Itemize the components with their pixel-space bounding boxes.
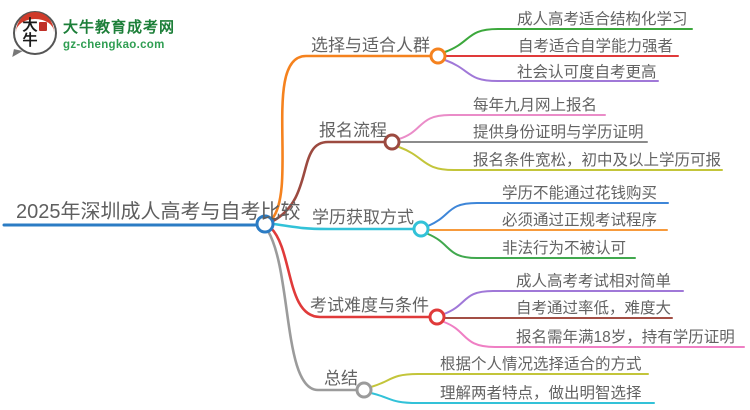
branch-4-child-1-line [443,290,684,315]
central-node[interactable] [255,214,275,234]
site-name: 大牛教育成考网 [63,19,176,36]
site-logo[interactable]: 大牛 大牛教育成考网 gz-chengkao.com [12,11,175,59]
branch-4-node[interactable] [428,308,446,326]
branch-2-child-1-label[interactable]: 每年九月网上报名 [473,97,598,114]
logo-red-arc [16,12,54,32]
branch-4-child-2-label[interactable]: 自考通过率低，难度大 [516,300,672,317]
branch-2-label[interactable]: 报名流程 [319,121,387,140]
branch-3-child-1-line [427,202,669,227]
branch-1-line [270,54,432,221]
branch-5-line [266,229,359,392]
branch-2-child-1-line [398,114,606,140]
branch-5-node[interactable] [355,381,373,399]
central-topic-label[interactable]: 2025年深圳成人高考与自考比较 [16,201,301,223]
branch-3-child-3-label[interactable]: 非法行为不被认可 [502,240,627,257]
branch-2-child-2-label[interactable]: 提供身份证明与学历证明 [473,124,644,141]
logo-characters: 大牛 [22,17,38,49]
branch-3-node[interactable] [412,220,430,238]
branch-4-child-1-label[interactable]: 成人高考考试相对简单 [516,273,672,290]
branch-4-label[interactable]: 考试难度与条件 [310,296,429,315]
branch-1-node[interactable] [429,47,447,65]
branch-4-child-3-line [443,321,745,348]
branch-4-child-3-label[interactable]: 报名需年满18岁，持有学历证明 [516,329,735,346]
branch-2-child-3-label[interactable]: 报名条件宽松，初中及以上学历可报 [473,152,722,169]
branch-1-label[interactable]: 选择与适合人群 [311,36,430,55]
branch-2-line [271,140,387,223]
branch-3-label[interactable]: 学历获取方式 [312,208,414,227]
branch-1-child-1-label[interactable]: 成人高考适合结构化学习 [517,11,688,28]
site-url: gz-chengkao.com [63,39,165,51]
branch-1-child-3-label[interactable]: 社会认可度自考更高 [517,64,657,81]
branch-3-child-3-line [427,233,636,259]
branch-1-child-3-line [444,59,659,82]
branch-2-node[interactable] [383,133,401,151]
branch-5-child-1-label[interactable]: 根据个人情况选择适合的方式 [440,356,642,373]
branch-1-child-2-label[interactable]: 自考适合自学能力强者 [518,38,674,55]
branch-3-child-2-label[interactable]: 必须通过正规考试程序 [502,212,658,229]
branch-5-child-1-line [370,373,649,388]
branch-5-child-2-line [370,392,655,404]
branch-5-child-2-label[interactable]: 理解两者特点，做出明智选择 [440,385,642,402]
branch-3-line [272,222,416,231]
logo-text: 大牛教育成考网 gz-chengkao.com [63,11,175,51]
logo-speech-tail [12,49,23,59]
logo-seal-icon [39,22,47,31]
branch-3-child-1-label[interactable]: 学历不能通过花钱购买 [502,185,658,202]
branch-5-label[interactable]: 总结 [324,369,358,388]
logo-bull-icon: 大牛 [12,11,57,59]
branch-4-line [269,226,431,319]
branch-2-child-3-line [398,146,723,171]
branch-1-child-1-line [444,28,693,53]
